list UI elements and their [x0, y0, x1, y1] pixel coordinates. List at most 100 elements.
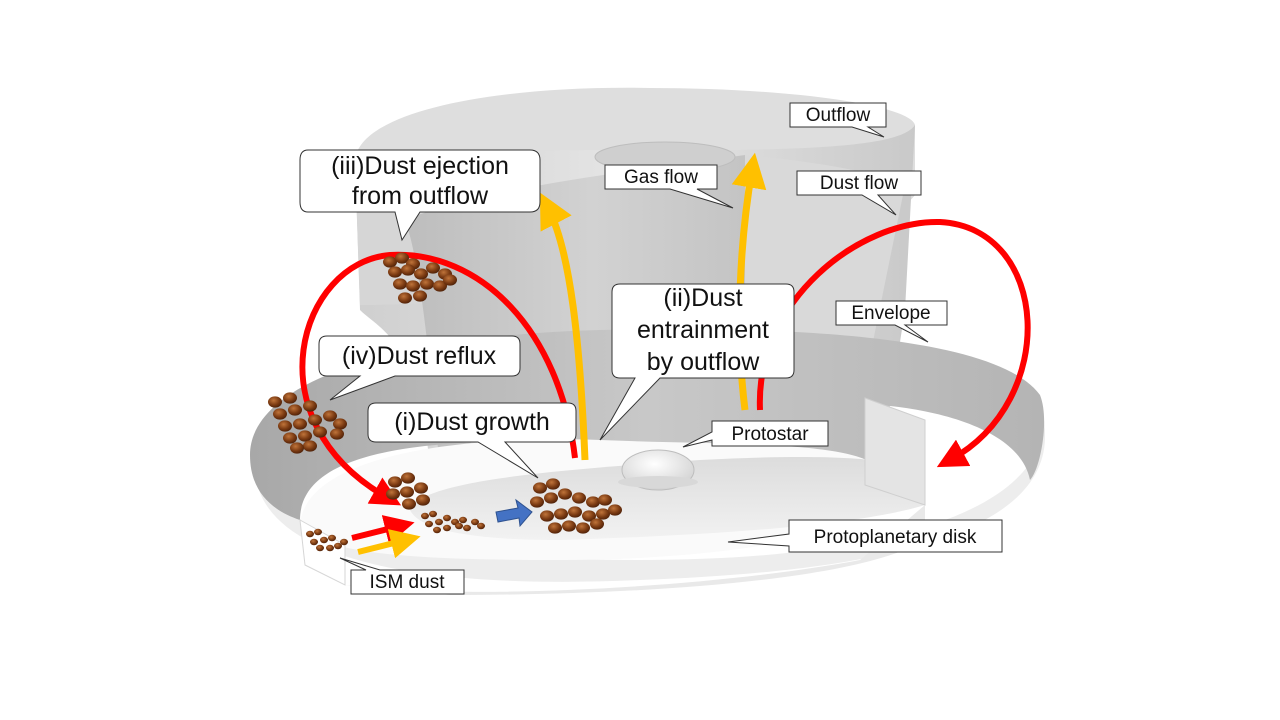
dust-grain [420, 278, 434, 290]
callout-stage-i: (i)Dust growth [367, 402, 577, 479]
callout-gas-flow: Gas flow [604, 164, 734, 209]
dust-grain [471, 518, 479, 526]
dust-grain [323, 410, 337, 422]
label-dust-flow: Dust flow [820, 173, 898, 194]
dust-grain [388, 476, 402, 488]
dust-grain [398, 292, 412, 304]
dust-grain [402, 498, 416, 510]
dust-grain [425, 520, 433, 528]
dust-grain [414, 268, 428, 280]
dust-grain [443, 524, 451, 532]
dust-grain [334, 542, 342, 550]
protostar-base [618, 476, 698, 488]
dust-grain [443, 274, 457, 286]
label-ism-dust: ISM dust [370, 572, 446, 593]
dust-grains [268, 252, 622, 552]
dust-grain [455, 522, 463, 530]
dust-grain [388, 266, 402, 278]
dust-growth-arrow [495, 498, 533, 528]
dust-grain [395, 252, 409, 264]
dust-grain [290, 442, 304, 454]
dust-grain [401, 264, 415, 276]
dust-grain [435, 518, 443, 526]
dust-grain [414, 482, 428, 494]
dust-grain [313, 426, 327, 438]
dust-grain [540, 510, 554, 522]
gas-flow-arrow-left [539, 192, 589, 461]
dust-grain [598, 494, 612, 506]
dust-grain [283, 392, 297, 404]
callout-outflow: Outflow [789, 102, 887, 138]
dust-grain [533, 482, 547, 494]
callout-ism-dust: ISM dust [339, 557, 465, 595]
dust-grain [393, 278, 407, 290]
dust-grain [443, 514, 451, 522]
dust-grain [400, 486, 414, 498]
label-stage-ii-line2: entrainment [637, 316, 769, 344]
label-stage-ii-line1: (ii)Dust [663, 284, 742, 312]
dust-grain [293, 418, 307, 430]
dust-grain [429, 510, 437, 518]
dust-grain [413, 290, 427, 302]
dust-grain [303, 440, 317, 452]
callout-protostar: Protostar [682, 420, 829, 448]
label-protostar: Protostar [731, 424, 809, 445]
ism-gas-flow-arrow [357, 529, 421, 559]
dust-grain [558, 488, 572, 500]
callout-stage-iii: (iii)Dust ejection from outflow [299, 149, 541, 242]
dust-grain [546, 478, 560, 490]
dust-grain [572, 492, 586, 504]
label-protoplanetary-disk: Protoplanetary disk [814, 527, 977, 548]
ism-dust-flow-arrow [351, 515, 415, 545]
dust-grain [576, 522, 590, 534]
dust-grain [283, 432, 297, 444]
dust-grain [326, 544, 334, 552]
dust-grain [328, 534, 336, 542]
label-gas-flow: Gas flow [624, 167, 698, 188]
label-outflow: Outflow [806, 105, 871, 126]
dust-grain [426, 262, 440, 274]
dust-grain [316, 544, 324, 552]
dust-grain [416, 494, 430, 506]
dust-grain [386, 488, 400, 500]
dust-grain [278, 420, 292, 432]
dust-grain [596, 508, 610, 520]
dust-grain [433, 526, 441, 534]
dust-grain [568, 506, 582, 518]
dust-grain [530, 496, 544, 508]
callout-stage-ii: (ii)Dust entrainment by outflow [599, 283, 795, 441]
callout-protoplanetary-disk: Protoplanetary disk [727, 519, 1003, 553]
label-stage-iv: (iv)Dust reflux [342, 342, 497, 370]
callout-stage-iv: (iv)Dust reflux [318, 335, 521, 401]
dust-grain [298, 430, 312, 442]
dust-grain [433, 280, 447, 292]
dust-grain [582, 510, 596, 522]
dust-grain [310, 538, 318, 546]
dust-grain [340, 538, 348, 546]
label-stage-iii-line2: from outflow [352, 182, 489, 210]
dust-grain [303, 400, 317, 412]
dust-grain [608, 504, 622, 516]
dust-grain [320, 536, 328, 544]
dust-grain [548, 522, 562, 534]
label-stage-ii-line3: by outflow [647, 348, 761, 376]
dust-grain [459, 516, 467, 524]
dust-grain [383, 256, 397, 268]
dust-grain [562, 520, 576, 532]
dust-grain [463, 524, 471, 532]
dust-grain [406, 280, 420, 292]
dust-grain [477, 522, 485, 530]
dust-grain [590, 518, 604, 530]
callout-envelope: Envelope [835, 300, 948, 343]
callout-dust-flow: Dust flow [796, 170, 922, 216]
label-envelope: Envelope [851, 303, 930, 324]
dust-flow-arrow-left [299, 251, 578, 506]
dust-grain [273, 408, 287, 420]
dust-grain [308, 414, 322, 426]
label-stage-i: (i)Dust growth [394, 408, 550, 436]
dust-grain [544, 492, 558, 504]
dust-grain [421, 512, 429, 520]
dust-grain [306, 530, 314, 538]
